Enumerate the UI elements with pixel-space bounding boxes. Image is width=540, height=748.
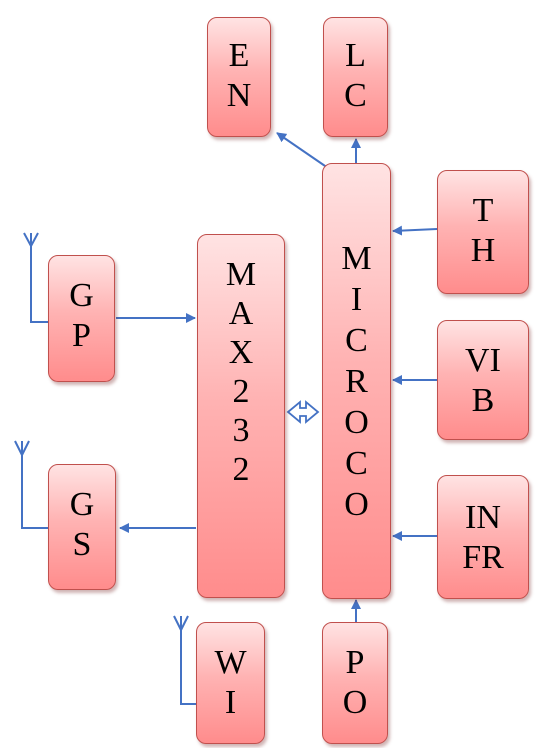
th-label: T H	[470, 192, 496, 269]
max232-label: M A X 2 3 2	[225, 256, 257, 488]
bidirectional-arrow-icon	[286, 400, 320, 424]
infr-block: IN FR	[437, 475, 529, 599]
antenna-icon	[14, 440, 48, 529]
lc-label: L C	[344, 37, 367, 114]
en-label: E N	[226, 37, 252, 114]
lc-block: L C	[323, 17, 388, 137]
gs-label: G S	[69, 486, 95, 563]
max232-block: M A X 2 3 2	[197, 234, 285, 598]
antenna-icon	[173, 615, 196, 705]
en-block: E N	[207, 17, 271, 137]
microcontroller-label: M I C R O C O	[341, 240, 372, 523]
arrow-th-to-micro	[392, 225, 438, 236]
antenna-icon	[23, 232, 48, 323]
vib-block: VI B	[437, 320, 529, 440]
wi-block: W I	[196, 622, 265, 744]
gs-block: G S	[48, 464, 116, 590]
microcontroller-block: M I C R O C O	[322, 163, 391, 599]
gp-block: G P	[48, 255, 115, 382]
vib-label: VI B	[465, 342, 501, 419]
po-label: P O	[342, 644, 368, 721]
gp-label: G P	[69, 277, 94, 354]
po-block: P O	[322, 622, 388, 744]
wi-label: W I	[214, 644, 247, 721]
th-block: T H	[437, 170, 529, 294]
arrow-micro-to-en	[276, 132, 329, 169]
infr-label: IN FR	[462, 499, 504, 576]
